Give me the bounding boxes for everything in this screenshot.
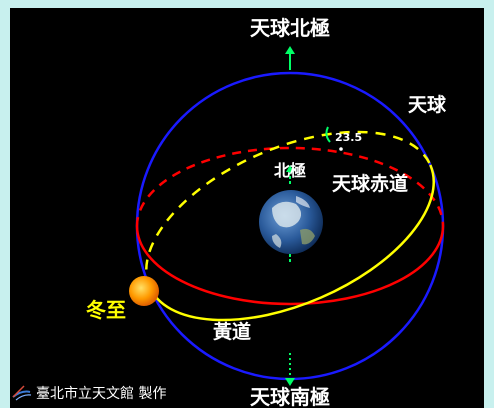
celestial-equator-back [135,146,445,227]
celestial-equator-label: 天球赤道 [332,172,408,195]
south-celestial-pole-label: 天球南極 [250,385,330,408]
credit-text: 臺北市立天文館 製作 [36,385,166,402]
celestial-equator-front [135,225,445,306]
north-celestial-pole-label: 天球北極 [250,16,330,40]
celestial-sphere-label: 天球 [408,93,447,116]
celestial-sphere-diagram: 天球北極 天球 23.5 北極 天球赤道 冬至 黃道 天球南極 臺北市立天文館 … [10,8,484,408]
tilt-angle-arc [325,126,331,143]
earth-globe [259,190,323,254]
observatory-logo-icon [12,385,32,401]
diagram-canvas: 天球北極 天球 23.5 北極 天球赤道 冬至 黃道 天球南極 臺北市立天文館 … [12,16,447,408]
ecliptic-back [145,130,432,288]
north-pole-label: 北極 [274,161,306,180]
winter-solstice-label: 冬至 [86,298,126,322]
earth-axis-arrowhead [286,165,294,172]
south-pole-arrowhead [285,378,295,386]
tilt-angle-dot [339,147,343,151]
tilt-angle-label: 23.5 [335,131,362,144]
sun-icon [129,276,159,306]
ecliptic-front [148,164,435,322]
ecliptic-label: 黃道 [213,320,251,343]
north-pole-arrowhead [285,46,295,54]
